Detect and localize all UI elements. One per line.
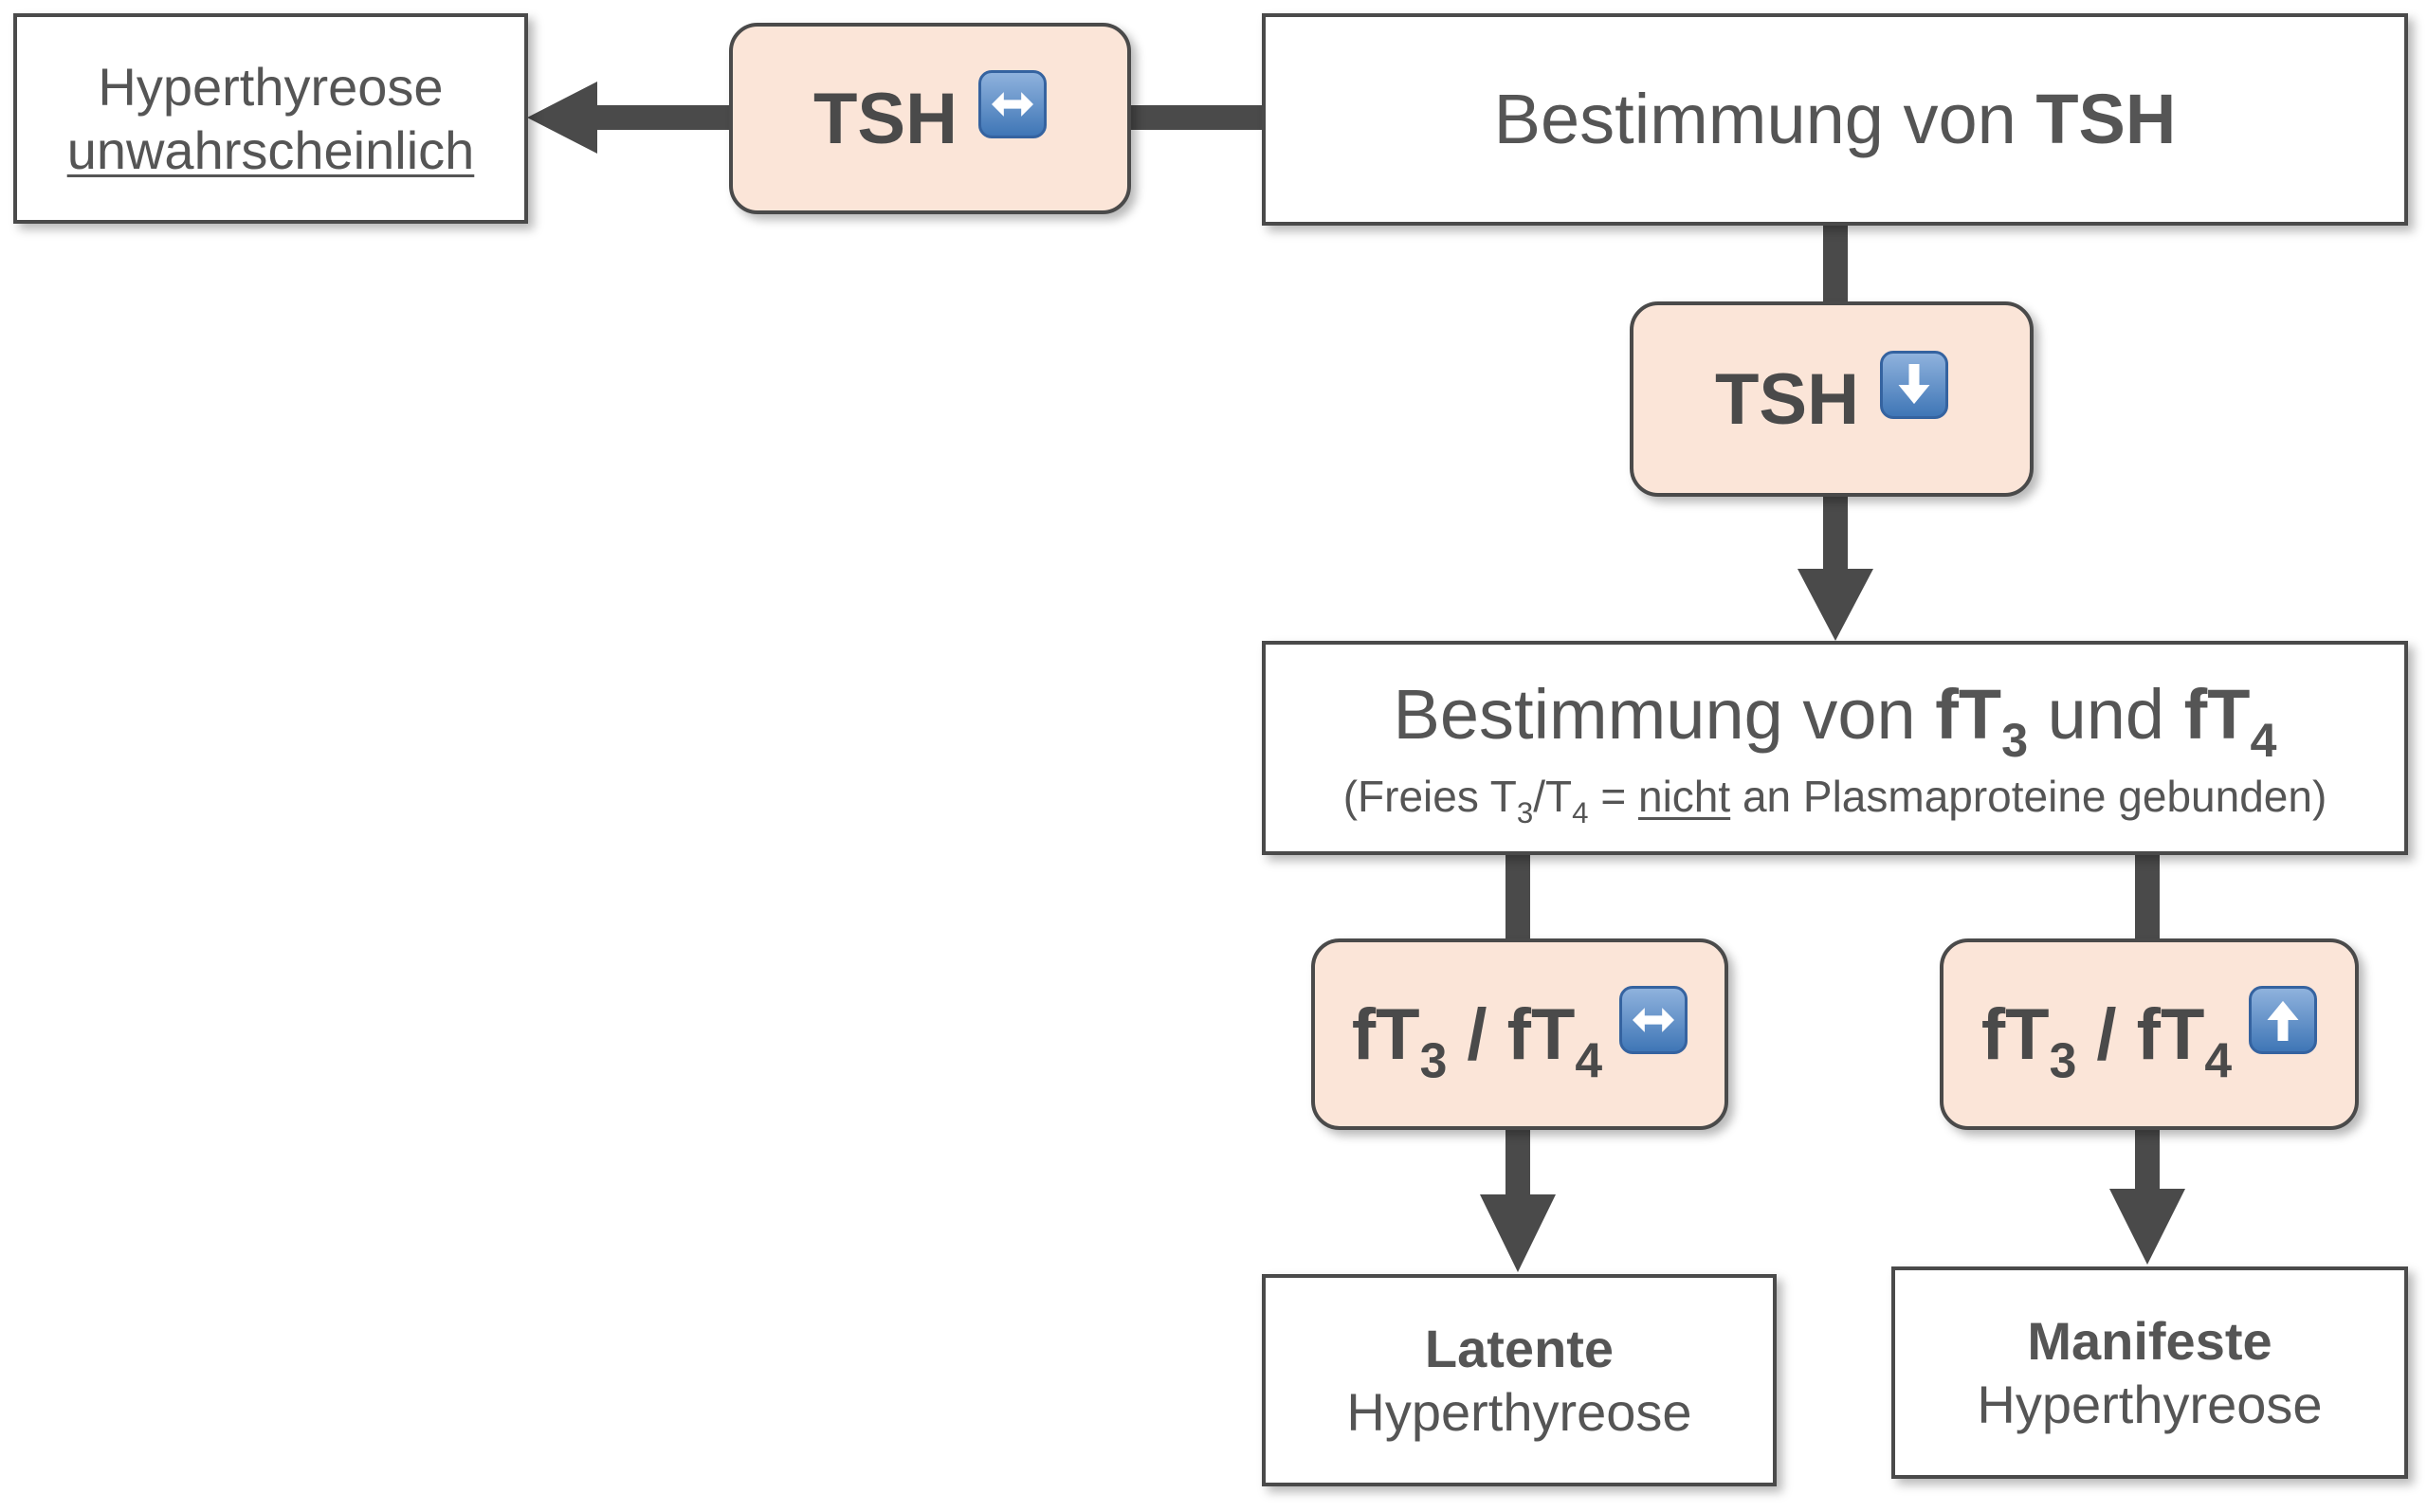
manifest-bold: Manifeste: [2027, 1310, 2272, 1371]
box-bestimmung-ft3-ft4: Bestimmung von fT3 und fT4 (Freies T3/T4…: [1262, 641, 2408, 855]
ft-box-note-underlined: nicht: [1638, 771, 1731, 821]
connector-low-to-ft: [1823, 495, 1848, 578]
connector-tsh-to-low: [1823, 224, 1848, 303]
arrowhead-down-3: [2109, 1189, 2185, 1265]
ft-box-ft4: fT: [2183, 675, 2251, 754]
left-right-arrow-icon: [978, 70, 1047, 138]
result-hyperthyreose-unwahrscheinlich: Hyperthyreose unwahrscheinlich: [13, 13, 528, 224]
arrowhead-left: [527, 82, 597, 154]
connector-tsh-to-normal: [1128, 105, 1264, 130]
ft-box-prefix: Bestimmung von: [1393, 675, 1936, 754]
manifest-normal: Hyperthyreose: [1977, 1375, 2323, 1434]
result-line1: Hyperthyreose: [98, 56, 444, 117]
arrowhead-down-1: [1797, 569, 1873, 641]
latent-bold: Latente: [1424, 1318, 1615, 1378]
box-bestimmung-tsh: Bestimmung von TSH: [1262, 13, 2408, 226]
ft-box-ft3: fT: [1935, 675, 2002, 754]
arrowhead-down-2: [1480, 1194, 1556, 1272]
connector-normal-to-left: [588, 105, 730, 130]
node-ft-high: fT3 / fT4: [1940, 938, 2359, 1130]
connector-ftnormal-to-latent: [1505, 1128, 1530, 1194]
box-bestimmung-tsh-prefix: Bestimmung von: [1493, 79, 2036, 158]
result-latente-hyperthyreose: Latente Hyperthyreose: [1262, 1274, 1777, 1486]
ft-box-mid: und: [2028, 675, 2184, 754]
down-arrow-icon: [1880, 351, 1948, 419]
node-tsh-normal-label: TSH: [813, 78, 958, 159]
connector-ft-to-high: [2135, 853, 2160, 940]
up-arrow-icon: [2249, 986, 2318, 1054]
left-right-arrow-icon: [1619, 986, 1688, 1054]
result-manifeste-hyperthyreose: Manifeste Hyperthyreose: [1891, 1266, 2408, 1479]
connector-ft-to-normal: [1505, 853, 1530, 940]
ft-box-ft3-sub: 3: [2001, 713, 2029, 768]
latent-normal: Hyperthyreose: [1346, 1382, 1692, 1442]
node-tsh-low: TSH: [1630, 301, 2034, 497]
node-ft-normal: fT3 / fT4: [1311, 938, 1728, 1130]
ft-box-ft4-sub: 4: [2250, 713, 2277, 768]
ft-box-note: (Freies T3/T4 = nicht an Plasmaproteine …: [1342, 771, 2327, 829]
box-bestimmung-tsh-bold: TSH: [2035, 79, 2177, 158]
connector-fthigh-to-manifest: [2135, 1128, 2160, 1194]
node-tsh-low-label: TSH: [1715, 358, 1859, 440]
result-line2: unwahrscheinlich: [66, 120, 475, 180]
node-tsh-normal: TSH: [729, 23, 1131, 214]
